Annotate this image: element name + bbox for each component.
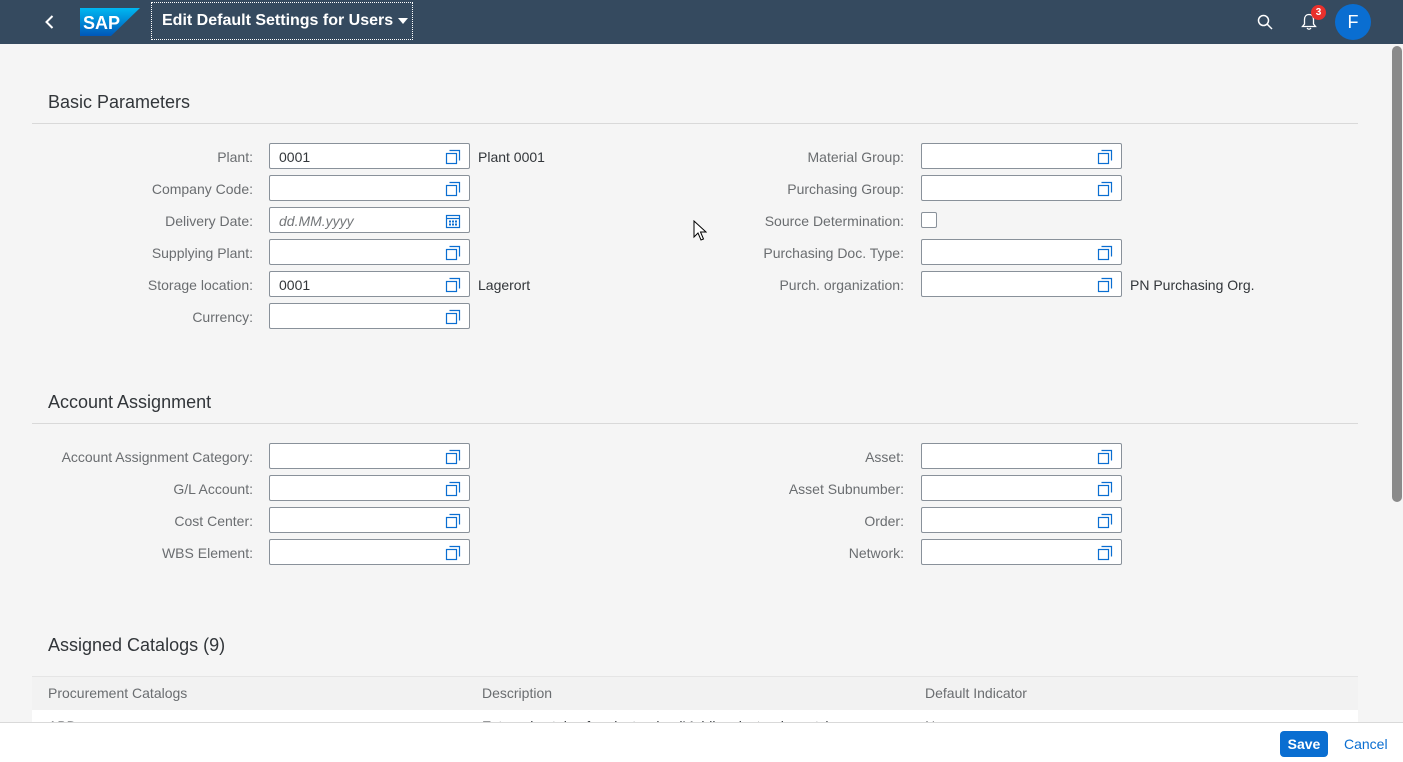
calendar-icon[interactable] bbox=[445, 213, 461, 229]
value-help-icon[interactable] bbox=[445, 513, 461, 529]
save-button[interactable]: Save bbox=[1280, 731, 1328, 757]
purch-organization-input[interactable] bbox=[921, 271, 1122, 297]
order-label: Order: bbox=[864, 513, 904, 529]
section-title-assigned-catalogs: Assigned Catalogs (9) bbox=[48, 635, 226, 655]
app-title-menu-button[interactable]: Edit Default Settings for Users bbox=[151, 2, 413, 40]
shell-header: SAP Edit Default Settings for Users 3 F bbox=[0, 0, 1403, 44]
purchasing-group-input[interactable] bbox=[921, 175, 1122, 201]
purchasing-doc-type-input[interactable] bbox=[921, 239, 1122, 265]
back-button[interactable] bbox=[36, 8, 64, 36]
asset-input[interactable] bbox=[921, 443, 1122, 469]
value-help-icon[interactable] bbox=[445, 449, 461, 465]
wbs-element-input[interactable] bbox=[269, 539, 470, 565]
purch-organization-label: Purch. organization: bbox=[779, 277, 904, 293]
section-title-account-assignment: Account Assignment bbox=[48, 392, 212, 412]
cancel-button[interactable]: Cancel bbox=[1344, 736, 1388, 752]
material-group-label: Material Group: bbox=[807, 149, 904, 165]
value-help-icon[interactable] bbox=[445, 309, 461, 325]
storage-location-label: Storage location: bbox=[147, 277, 253, 293]
purch-organization-description: PN Purchasing Org. bbox=[1130, 277, 1255, 293]
value-help-icon[interactable] bbox=[445, 481, 461, 497]
value-help-icon[interactable] bbox=[1097, 513, 1113, 529]
cost-center-input[interactable] bbox=[269, 507, 470, 533]
supplying-plant-label: Supplying Plant: bbox=[151, 245, 253, 261]
app-title: Edit Default Settings for Users bbox=[162, 12, 394, 29]
company-code-label: Company Code: bbox=[151, 181, 253, 197]
chevron-left-icon bbox=[45, 15, 54, 29]
order-input[interactable] bbox=[921, 507, 1122, 533]
search-icon bbox=[1257, 14, 1273, 30]
value-help-icon[interactable] bbox=[1097, 149, 1113, 165]
plant-description: Plant 0001 bbox=[478, 149, 545, 165]
mouse-pointer-icon bbox=[693, 220, 707, 241]
purchasing-doc-type-label: Purchasing Doc. Type: bbox=[763, 245, 904, 261]
purchasing-group-label: Purchasing Group: bbox=[787, 181, 904, 197]
catalogs-table-header: Procurement Catalogs Description Default… bbox=[32, 676, 1358, 711]
wbs-element-label: WBS Element: bbox=[161, 545, 253, 561]
network-input[interactable] bbox=[921, 539, 1122, 565]
svg-text:SAP: SAP bbox=[83, 13, 120, 33]
asset-subnumber-label: Asset Subnumber: bbox=[788, 481, 904, 497]
footer-toolbar: Save Cancel bbox=[0, 722, 1403, 762]
section-divider bbox=[32, 423, 1358, 424]
gl-account-label: G/L Account: bbox=[173, 481, 253, 497]
column-header-default-indicator[interactable]: Default Indicator bbox=[925, 685, 1027, 701]
account-assignment-category-input[interactable] bbox=[269, 443, 470, 469]
value-help-icon[interactable] bbox=[445, 149, 461, 165]
storage-location-input[interactable]: 0001 bbox=[269, 271, 470, 297]
value-help-icon[interactable] bbox=[1097, 277, 1113, 293]
delivery-date-label: Delivery Date: bbox=[165, 213, 253, 229]
caret-down-icon bbox=[398, 18, 409, 24]
plant-input[interactable]: 0001 bbox=[269, 143, 470, 169]
plant-value: 0001 bbox=[279, 149, 311, 165]
gl-account-input[interactable] bbox=[269, 475, 470, 501]
sap-logo[interactable]: SAP bbox=[80, 8, 140, 36]
currency-label: Currency: bbox=[192, 309, 253, 325]
asset-subnumber-input[interactable] bbox=[921, 475, 1122, 501]
value-help-icon[interactable] bbox=[1097, 481, 1113, 497]
column-header-description[interactable]: Description bbox=[482, 685, 553, 701]
material-group-input[interactable] bbox=[921, 143, 1122, 169]
value-help-icon[interactable] bbox=[445, 245, 461, 261]
account-assignment-category-label: Account Assignment Category: bbox=[61, 449, 253, 465]
plant-label: Plant: bbox=[217, 149, 253, 165]
currency-input[interactable] bbox=[269, 303, 470, 329]
network-label: Network: bbox=[848, 545, 904, 561]
value-help-icon[interactable] bbox=[1097, 181, 1113, 197]
source-determination-label: Source Determination: bbox=[764, 213, 904, 229]
section-divider bbox=[32, 123, 1358, 124]
column-header-procurement-catalogs[interactable]: Procurement Catalogs bbox=[48, 685, 188, 701]
value-help-icon[interactable] bbox=[445, 545, 461, 561]
delivery-date-input[interactable]: dd.MM.yyyy bbox=[269, 207, 470, 233]
search-button[interactable] bbox=[1251, 8, 1279, 36]
value-help-icon[interactable] bbox=[1097, 449, 1113, 465]
delivery-date-placeholder: dd.MM.yyyy bbox=[279, 213, 354, 229]
storage-location-description: Lagerort bbox=[478, 277, 531, 293]
cost-center-label: Cost Center: bbox=[174, 513, 253, 529]
scrollbar-thumb[interactable] bbox=[1392, 46, 1402, 502]
user-avatar[interactable]: F bbox=[1335, 4, 1371, 40]
notification-count-badge: 3 bbox=[1311, 5, 1326, 20]
section-title-basic-parameters: Basic Parameters bbox=[48, 92, 191, 112]
value-help-icon[interactable] bbox=[445, 181, 461, 197]
company-code-input[interactable] bbox=[269, 175, 470, 201]
storage-location-value: 0001 bbox=[279, 277, 311, 293]
source-determination-checkbox[interactable] bbox=[921, 212, 937, 228]
value-help-icon[interactable] bbox=[1097, 545, 1113, 561]
supplying-plant-input[interactable] bbox=[269, 239, 470, 265]
value-help-icon[interactable] bbox=[445, 277, 461, 293]
value-help-icon[interactable] bbox=[1097, 245, 1113, 261]
asset-label: Asset: bbox=[865, 449, 904, 465]
